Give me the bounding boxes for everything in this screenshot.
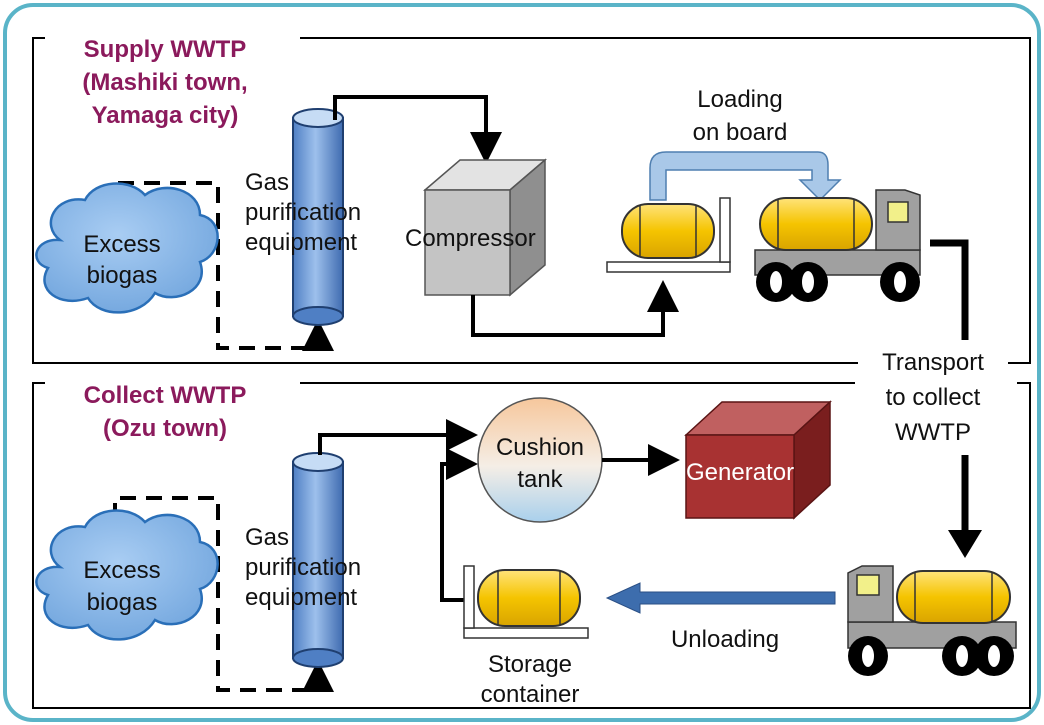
generator-label: Generator — [686, 459, 794, 486]
collect-title-line1: Collect WWTP — [84, 382, 247, 409]
collect-biogas-cloud: Excess biogas — [35, 509, 219, 641]
supply-purif-label-line1: Gas — [245, 169, 289, 196]
supply-purif-label-line3: equipment — [245, 229, 357, 256]
loading-label-line1: Loading — [697, 86, 782, 113]
storage-label-line1: Storage — [488, 651, 572, 678]
compressor-label: Compressor — [405, 225, 536, 252]
supply-truck-wheel — [756, 262, 796, 302]
collect-section-border-left — [32, 382, 1031, 709]
collect-biogas-label-line2: biogas — [87, 589, 158, 616]
supply-truck-wheel — [788, 262, 828, 302]
supply-title-line1: Supply WWTP — [84, 36, 247, 63]
collect-purif-label-line2: purification — [245, 554, 361, 581]
supply-tank — [606, 197, 731, 273]
supply-section: Supply WWTP (Mashiki town, Yamaga city) … — [32, 36, 1031, 364]
supply-biogas-label-line1: Excess — [83, 231, 160, 258]
collect-section: Collect WWTP (Ozu town) Excess biogas Ga… — [32, 382, 1031, 709]
collect-purif-label-line3: equipment — [245, 584, 357, 611]
transport-line-top — [930, 239, 969, 340]
collect-purification-cylinder — [292, 452, 344, 668]
collect-biogas-label-line1: Excess — [83, 557, 160, 584]
compressor-box — [422, 158, 548, 297]
transport-label-line3: WWTP — [895, 419, 971, 446]
collect-truck-wheel — [942, 636, 982, 676]
cushion-label-line2: tank — [517, 466, 563, 493]
generator-box — [684, 400, 832, 520]
storage-to-cushion-arrow — [440, 448, 478, 602]
storage-label-line2: container — [481, 681, 580, 708]
transport-label-line1: Transport — [882, 349, 984, 376]
collect-truck-wheel — [974, 636, 1014, 676]
storage-container — [463, 565, 589, 639]
compressor-to-tank-arrow — [471, 280, 679, 337]
transport-arrowhead — [948, 530, 982, 558]
supply-title-line3: Yamaga city) — [92, 102, 239, 129]
cushion-tank: Cushion tank — [477, 397, 603, 523]
supply-to-compressor-arrow — [333, 95, 502, 164]
transport-path: Transport to collect WWTP — [858, 239, 1008, 558]
supply-truck — [754, 189, 921, 302]
transport-label-line2: to collect — [886, 384, 981, 411]
supply-title-line2: (Mashiki town, — [82, 69, 247, 96]
loading-label-line2: on board — [693, 119, 788, 146]
supply-biogas-cloud: Excess biogas — [35, 182, 219, 314]
collect-truck-wheel — [848, 636, 888, 676]
supply-truck-wheel — [880, 262, 920, 302]
unloading-label: Unloading — [671, 626, 779, 653]
supply-purif-label-line2: purification — [245, 199, 361, 226]
collect-purif-label-line1: Gas — [245, 524, 289, 551]
collect-title-line2: (Ozu town) — [103, 415, 227, 442]
loading-arrow — [649, 151, 842, 202]
supply-section-border — [32, 37, 1031, 364]
outer-frame — [3, 3, 1041, 722]
cushion-label-line1: Cushion — [496, 434, 584, 461]
collect-truck — [847, 565, 1017, 676]
supply-purification-cylinder — [292, 108, 344, 326]
supply-biogas-label-line2: biogas — [87, 262, 158, 289]
purif-to-cushion-arrow — [318, 419, 478, 455]
transport-label-bg — [858, 345, 1008, 453]
unloading-arrow — [605, 582, 836, 614]
